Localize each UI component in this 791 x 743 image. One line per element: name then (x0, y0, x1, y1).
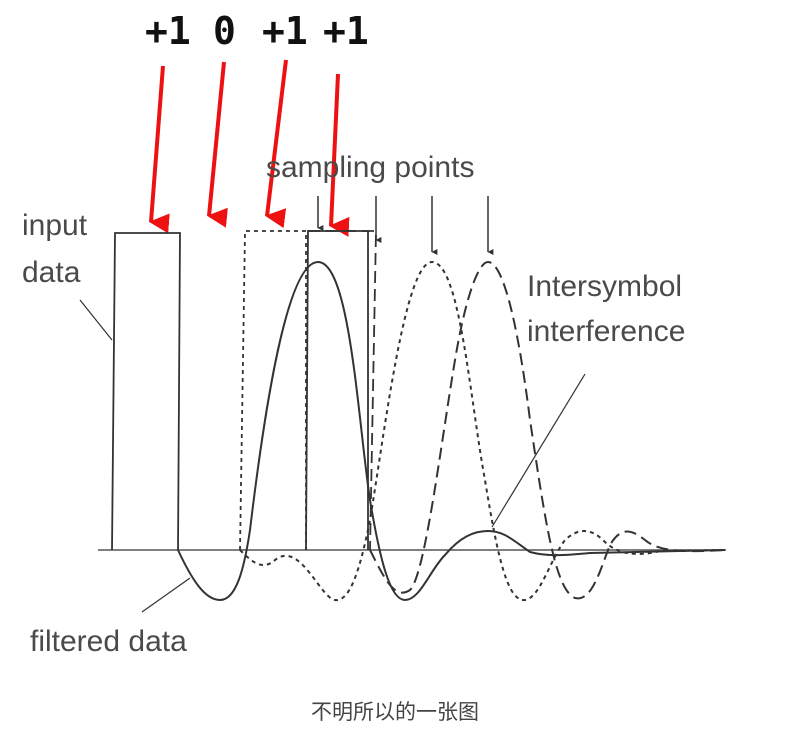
red-arrow-4 (329, 73, 350, 237)
figure-caption: 不明所以的一张图 (311, 700, 479, 724)
filtered-wave-dotted (239, 260, 726, 602)
symbol-label-3: +1 (262, 9, 308, 53)
isi-label-line1: Intersymbol (527, 270, 682, 303)
input-pulse-dashed (308, 230, 377, 551)
red-arrow-3 (265, 59, 288, 229)
filtered-wave-dashed (369, 260, 726, 600)
isi-label-line2: interference (527, 315, 685, 348)
red-arrows (149, 59, 350, 237)
isi-leader (491, 373, 586, 528)
symbol-label-4: +1 (323, 9, 369, 53)
input-data-label-line2: data (22, 256, 81, 289)
symbol-label-1: +1 (145, 9, 191, 53)
input-data-label-line1: input (22, 209, 88, 242)
filtered-wave-solid (177, 260, 726, 602)
filtered-data-label: filtered data (30, 625, 187, 658)
red-arrow-2 (207, 61, 228, 228)
input-pulse-solid (111, 232, 181, 551)
input-pulse-solid-2 (305, 230, 369, 551)
filtered-data-leader (141, 577, 191, 613)
sampling-arrows (317, 196, 494, 255)
symbol-label-2: 0 (213, 9, 236, 53)
input-data-leader (79, 299, 113, 341)
red-arrow-1 (149, 65, 170, 234)
input-pulse-dotted (239, 230, 307, 551)
sampling-points-label: sampling points (266, 151, 474, 184)
